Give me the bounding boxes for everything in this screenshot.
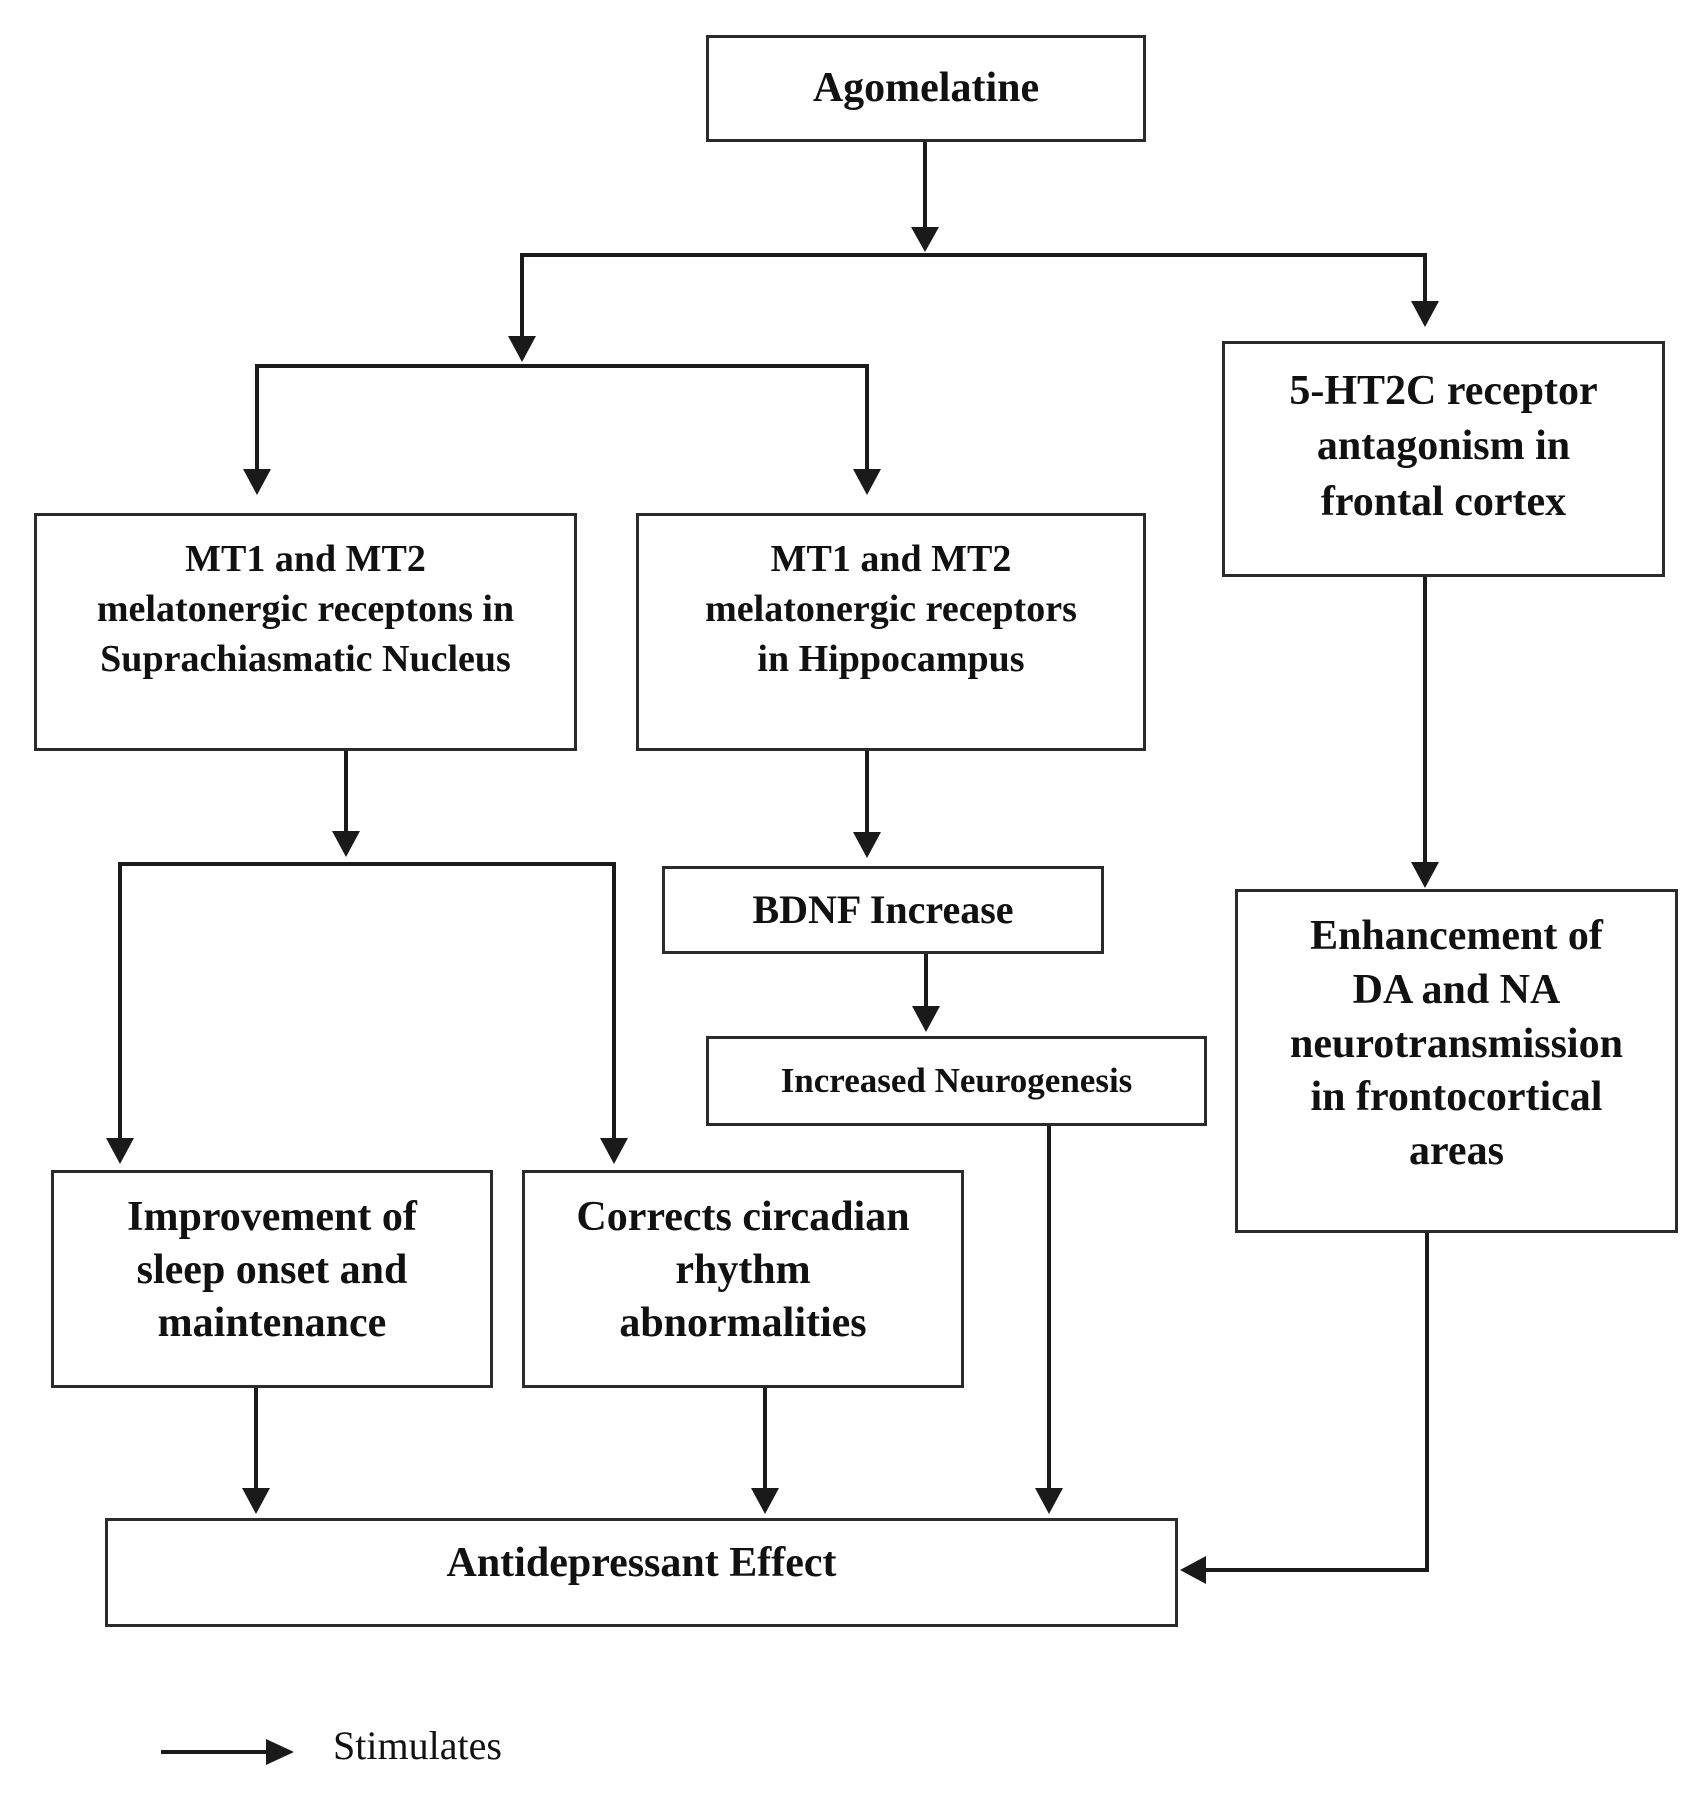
node-agomelatine-label: Agomelatine xyxy=(812,64,1040,111)
arrowhead-left-drop xyxy=(508,336,536,362)
arrowhead-enhancement xyxy=(1411,862,1439,888)
node-mt-hippocampus: MT1 and MT2 melatonergic receptors in Hi… xyxy=(636,513,1146,751)
node-mt-scn-label: MT1 and MT2 melatonergic receptons in Su… xyxy=(96,538,515,681)
node-antidepressant-label: Antidepressant Effect xyxy=(446,1539,837,1586)
node-bdnf-label: BDNF Increase xyxy=(752,886,1014,932)
arrowhead-neurogenesis-effect xyxy=(1035,1488,1063,1514)
node-antidepressant: Antidepressant Effect xyxy=(105,1518,1178,1627)
node-bdnf: BDNF Increase xyxy=(662,866,1104,954)
arrowhead-bdnf xyxy=(853,832,881,858)
legend-label: Stimulates xyxy=(333,1723,502,1768)
arrowhead-circadian-effect xyxy=(751,1488,779,1514)
node-circadian-label: Corrects circadian rhythm abnormalities xyxy=(576,1194,910,1346)
arrowhead-sleep xyxy=(106,1138,134,1164)
arrowhead-scn-branch xyxy=(332,831,360,857)
arrowhead-hippocampus xyxy=(853,469,881,495)
node-5ht2c: 5-HT2C receptor antagonism in frontal co… xyxy=(1222,341,1665,577)
node-neurogenesis: Increased Neurogenesis xyxy=(706,1036,1207,1126)
node-mt-hippocampus-label: MT1 and MT2 melatonergic receptors in Hi… xyxy=(705,538,1077,681)
node-5ht2c-label: 5-HT2C receptor antagonism in frontal co… xyxy=(1289,368,1598,525)
node-circadian: Corrects circadian rhythm abnormalities xyxy=(522,1170,964,1388)
arrowhead-neurogenesis xyxy=(912,1006,940,1032)
node-sleep-label: Improvement of sleep onset and maintenan… xyxy=(127,1194,417,1346)
arrowhead-right-drop xyxy=(1411,301,1439,327)
arrowhead-enhancement-effect xyxy=(1180,1556,1206,1584)
node-enhancement-label: Enhancement of DA and NA neurotransmissi… xyxy=(1290,913,1623,1174)
arrowhead-top-branch xyxy=(911,227,939,252)
node-neurogenesis-label: Increased Neurogenesis xyxy=(780,1060,1133,1100)
arrowhead-sleep-effect xyxy=(242,1488,270,1514)
node-enhancement: Enhancement of DA and NA neurotransmissi… xyxy=(1235,889,1678,1233)
arrowhead-scn xyxy=(243,469,271,495)
node-sleep: Improvement of sleep onset and maintenan… xyxy=(51,1170,493,1388)
arrowhead-circadian xyxy=(600,1138,628,1164)
legend-arrowhead xyxy=(266,1739,294,1765)
node-agomelatine: Agomelatine xyxy=(706,35,1146,142)
node-mt-scn: MT1 and MT2 melatonergic receptons in Su… xyxy=(34,513,577,751)
